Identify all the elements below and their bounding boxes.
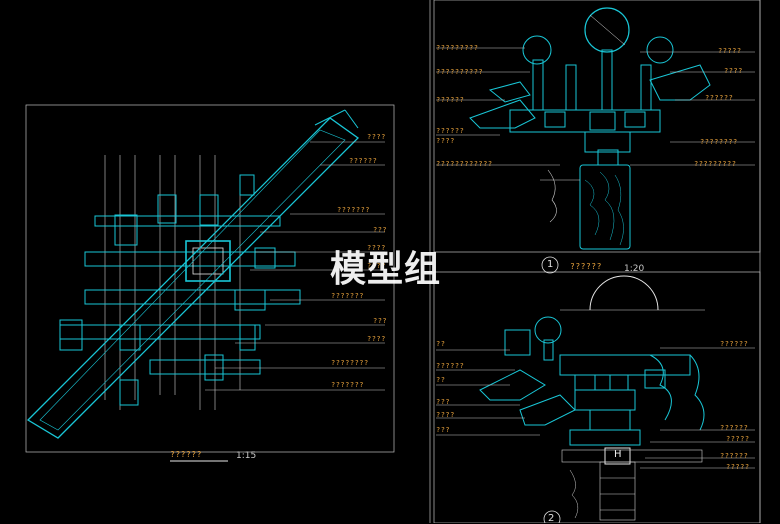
section-1-number: 1 bbox=[547, 259, 554, 270]
section-2-callout: ???? bbox=[436, 411, 455, 419]
section-2-callout: ?????? bbox=[720, 452, 749, 460]
plan-scale: 1:15 bbox=[236, 451, 257, 461]
section-2-callout: ????? bbox=[726, 463, 750, 471]
plan-callout: ??????? bbox=[331, 381, 365, 389]
plan-bracket-drawing bbox=[26, 109, 385, 439]
plan-callout: ??? bbox=[373, 317, 388, 325]
section-1-callout: ???????? bbox=[700, 138, 738, 146]
section-2-center-mark: H bbox=[614, 449, 622, 460]
plan-callout: ?????? bbox=[349, 157, 378, 165]
section-1-number-circle bbox=[541, 256, 559, 274]
plan-title: ?????? bbox=[170, 450, 202, 459]
plan-callout: ???? bbox=[367, 244, 386, 252]
section-1-callout: ????? bbox=[718, 47, 742, 55]
section-1-drawing bbox=[436, 7, 755, 250]
section-1-title: ?????? bbox=[570, 262, 602, 271]
plan-callout: ??????? bbox=[331, 292, 365, 300]
section-1-scale: 1:20 bbox=[624, 264, 645, 274]
plan-callout: ??? bbox=[373, 226, 388, 234]
plan-callout: ???????? bbox=[331, 359, 369, 367]
plan-callout: ??????? bbox=[337, 206, 371, 214]
section-1-callout: ?????? bbox=[436, 127, 465, 135]
section-1-callout: ???? bbox=[436, 137, 455, 145]
section-1-callout: ???????????? bbox=[436, 160, 493, 168]
section-1-callout: ???? bbox=[724, 67, 743, 75]
section-1-callout: ?????? bbox=[705, 94, 734, 102]
section-2-callout: ?????? bbox=[436, 362, 465, 370]
section-2-callout: ?????? bbox=[720, 340, 749, 348]
section-2-callout: ?? bbox=[436, 340, 446, 348]
section-1-callout: ????????? bbox=[436, 44, 479, 52]
plan-callout: ???? bbox=[367, 335, 386, 343]
section-2-drawing bbox=[436, 275, 755, 521]
section-2-number-circle bbox=[543, 510, 561, 523]
section-1-callout: ?????? bbox=[436, 96, 465, 104]
section-2-number: 2 bbox=[548, 513, 555, 524]
section-2-callout: ?????? bbox=[720, 424, 749, 432]
section-2-callout: ??? bbox=[436, 398, 451, 406]
section-1-callout: ?????????? bbox=[436, 68, 484, 76]
section-2-callout: ????? bbox=[726, 435, 750, 443]
section-1-callout: ????????? bbox=[694, 160, 737, 168]
watermark-text: 模型组 bbox=[330, 249, 442, 290]
section-2-callout: ?? bbox=[436, 376, 446, 384]
plan-callout: ???? bbox=[367, 133, 386, 141]
section-2-callout: ??? bbox=[436, 426, 451, 434]
sheet-frames bbox=[25, 0, 761, 523]
plan-callout: ???? bbox=[367, 262, 386, 270]
